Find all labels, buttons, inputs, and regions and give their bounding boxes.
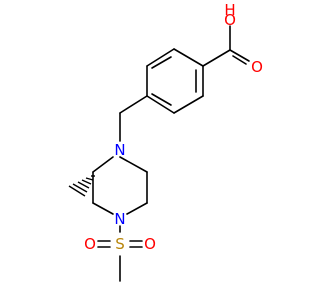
- hydroxyl-o-label: O: [224, 11, 236, 29]
- piperazine-n-lower-label: N: [114, 210, 125, 228]
- carboxyl-co-bond-a: [229, 49, 250, 62]
- benzyl-bond-1: [119, 95, 148, 114]
- sulfonyl-s-label: S: [115, 235, 125, 253]
- sulfonyl-o-left-label: O: [84, 235, 96, 253]
- piperazine-bond-1: [119, 156, 148, 173]
- carbonyl-o-label: O: [251, 58, 263, 76]
- ring-bond-3: [146, 95, 175, 114]
- piperazine-bond-6: [92, 156, 114, 173]
- ring-bond-6: [173, 48, 204, 67]
- bonds: [92, 25, 250, 282]
- hashed-wedge-methyl: [68, 175, 95, 197]
- ring-bond-5: [146, 48, 175, 67]
- piperazine-bond-3: [126, 202, 148, 215]
- ring-bond-3-inner: [151, 93, 172, 106]
- carboxyl-c-bond: [202, 49, 231, 67]
- ring-bond-2: [173, 95, 204, 114]
- ring-bond-5-inner: [151, 56, 172, 69]
- hydroxyl-h-label: H: [224, 1, 235, 19]
- piperazine-bond-4: [92, 202, 114, 215]
- piperazine-n-upper-label: N: [114, 141, 125, 159]
- molecule-structure-diagram: H O O N N S O O: [68, 1, 263, 282]
- atom-labels: H O O N N S O O: [84, 1, 263, 253]
- sulfonyl-o-right-label: O: [144, 235, 156, 253]
- carboxyl-co-bond-b: [232, 55, 247, 65]
